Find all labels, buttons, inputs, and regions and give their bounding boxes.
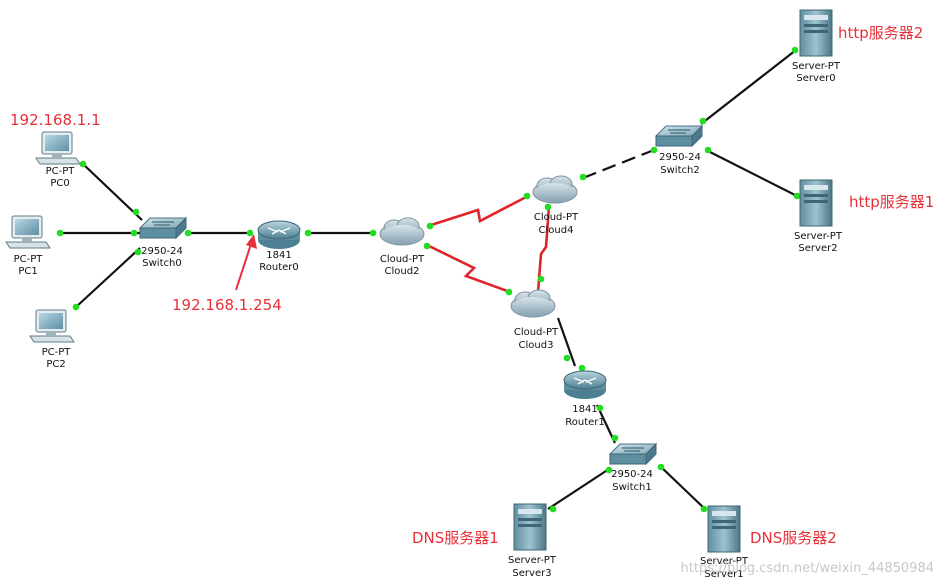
switch0-name-label: Switch0 (142, 258, 181, 269)
link-cloud2-cloud3 (426, 243, 511, 294)
link-switch2-server0 (700, 49, 797, 125)
port-indicator (304, 229, 312, 237)
port-indicator (700, 505, 708, 513)
link-switch2-server2 (705, 149, 798, 197)
port-indicator (699, 117, 707, 125)
server1-type-label: Server-PT (700, 556, 749, 567)
server0-device[interactable] (799, 9, 833, 57)
dns-server2-annotation: DNS服务器2 (750, 529, 837, 547)
cloud4-type-label: Cloud-PT (534, 212, 579, 223)
port-indicator (132, 208, 140, 216)
pc2-type-label: PC-PT (42, 347, 72, 358)
port-indicators (56, 46, 801, 513)
link-switch1-server1 (659, 465, 706, 510)
switch2-device[interactable] (654, 124, 704, 148)
link-cloud3-router1 (556, 317, 577, 367)
cloud2-type-label: Cloud-PT (380, 254, 425, 265)
pc2-name-label: PC2 (46, 359, 65, 370)
port-indicator (72, 303, 80, 311)
switch1-device[interactable] (608, 442, 658, 466)
switch1-name-label: Switch1 (612, 482, 651, 493)
link-cloud2-cloud4 (427, 194, 529, 228)
pc0-device[interactable] (35, 131, 81, 165)
server0-type-label: Server-PT (792, 61, 841, 72)
port-indicator (537, 275, 545, 283)
cloud4-name-label: Cloud4 (539, 225, 574, 236)
switch2-name-label: Switch2 (660, 165, 699, 176)
router1-device[interactable] (563, 370, 607, 399)
port-indicator (704, 146, 712, 154)
server3-device[interactable] (513, 503, 547, 551)
port-indicator (791, 46, 799, 54)
server3-name-label: Server3 (512, 568, 551, 579)
switch0-type-label: 2950-24 (141, 246, 183, 257)
server2-name-label: Server2 (798, 243, 837, 254)
port-indicator (611, 434, 619, 442)
port-indicator (79, 160, 87, 168)
pc0-ip-annotation: 192.168.1.1 (10, 111, 101, 129)
port-indicator (423, 242, 431, 250)
pc1-device[interactable] (5, 215, 51, 249)
port-indicator (563, 354, 571, 362)
port-indicator (596, 404, 604, 412)
server1-device[interactable] (707, 505, 741, 553)
watermark: https://blog.csdn.net/weixin_44850984 (680, 561, 934, 576)
port-indicator (130, 229, 138, 237)
server3-type-label: Server-PT (508, 555, 557, 566)
links-layer (60, 49, 798, 510)
link-cloud4-cloud3 (536, 205, 551, 293)
arrow-icon (235, 234, 257, 291)
port-indicator (793, 192, 801, 200)
router1-type-label: 1841 (572, 404, 597, 415)
port-indicator (426, 222, 434, 230)
port-indicator (579, 173, 587, 181)
http-server2-annotation: http服务器2 (838, 24, 923, 42)
pc1-type-label: PC-PT (14, 254, 44, 265)
pc0-type-label: PC-PT (46, 166, 76, 177)
dns-server1-annotation: DNS服务器1 (412, 529, 499, 547)
link-pc0-switch0 (82, 163, 143, 221)
router0-name-label: Router0 (259, 262, 299, 273)
router0-type-label: 1841 (266, 250, 291, 261)
cloud3-type-label: Cloud-PT (514, 327, 559, 338)
port-indicator (56, 229, 64, 237)
http-server1-annotation: http服务器1 (849, 193, 934, 211)
port-indicator (134, 248, 142, 256)
switch1-type-label: 2950-24 (611, 469, 653, 480)
port-indicator (657, 463, 665, 471)
cloud2-device[interactable] (379, 217, 425, 246)
pc2-device[interactable] (29, 309, 75, 343)
port-indicator (505, 288, 513, 296)
port-indicator (544, 203, 552, 211)
cloud3-name-label: Cloud3 (519, 340, 554, 351)
port-indicator (523, 192, 531, 200)
router0-ip-annotation: 192.168.1.254 (172, 296, 282, 314)
server0-name-label: Server0 (796, 73, 835, 84)
pc0-name-label: PC0 (50, 178, 69, 189)
server2-type-label: Server-PT (794, 231, 843, 242)
link-switch1-server3 (547, 468, 610, 510)
switch0-device[interactable] (138, 216, 188, 240)
cloud2-name-label: Cloud2 (385, 266, 420, 277)
router0-device[interactable] (257, 220, 301, 249)
server2-device[interactable] (799, 179, 833, 227)
switch2-type-label: 2950-24 (659, 152, 701, 163)
port-indicator (246, 229, 254, 237)
port-indicator (578, 364, 586, 372)
port-indicator (650, 146, 658, 154)
port-indicator (605, 466, 613, 474)
cloud3-device[interactable] (510, 289, 556, 318)
port-indicator (549, 505, 557, 513)
link-pc2-switch0 (75, 247, 141, 308)
port-indicator (369, 229, 377, 237)
router1-name-label: Router1 (565, 417, 605, 428)
cloud4-device[interactable] (532, 175, 578, 204)
link-cloud4-switch2 (582, 148, 655, 180)
pc1-name-label: PC1 (18, 266, 37, 277)
port-indicator (184, 229, 192, 237)
server1-name-label: Server1 (704, 569, 743, 580)
